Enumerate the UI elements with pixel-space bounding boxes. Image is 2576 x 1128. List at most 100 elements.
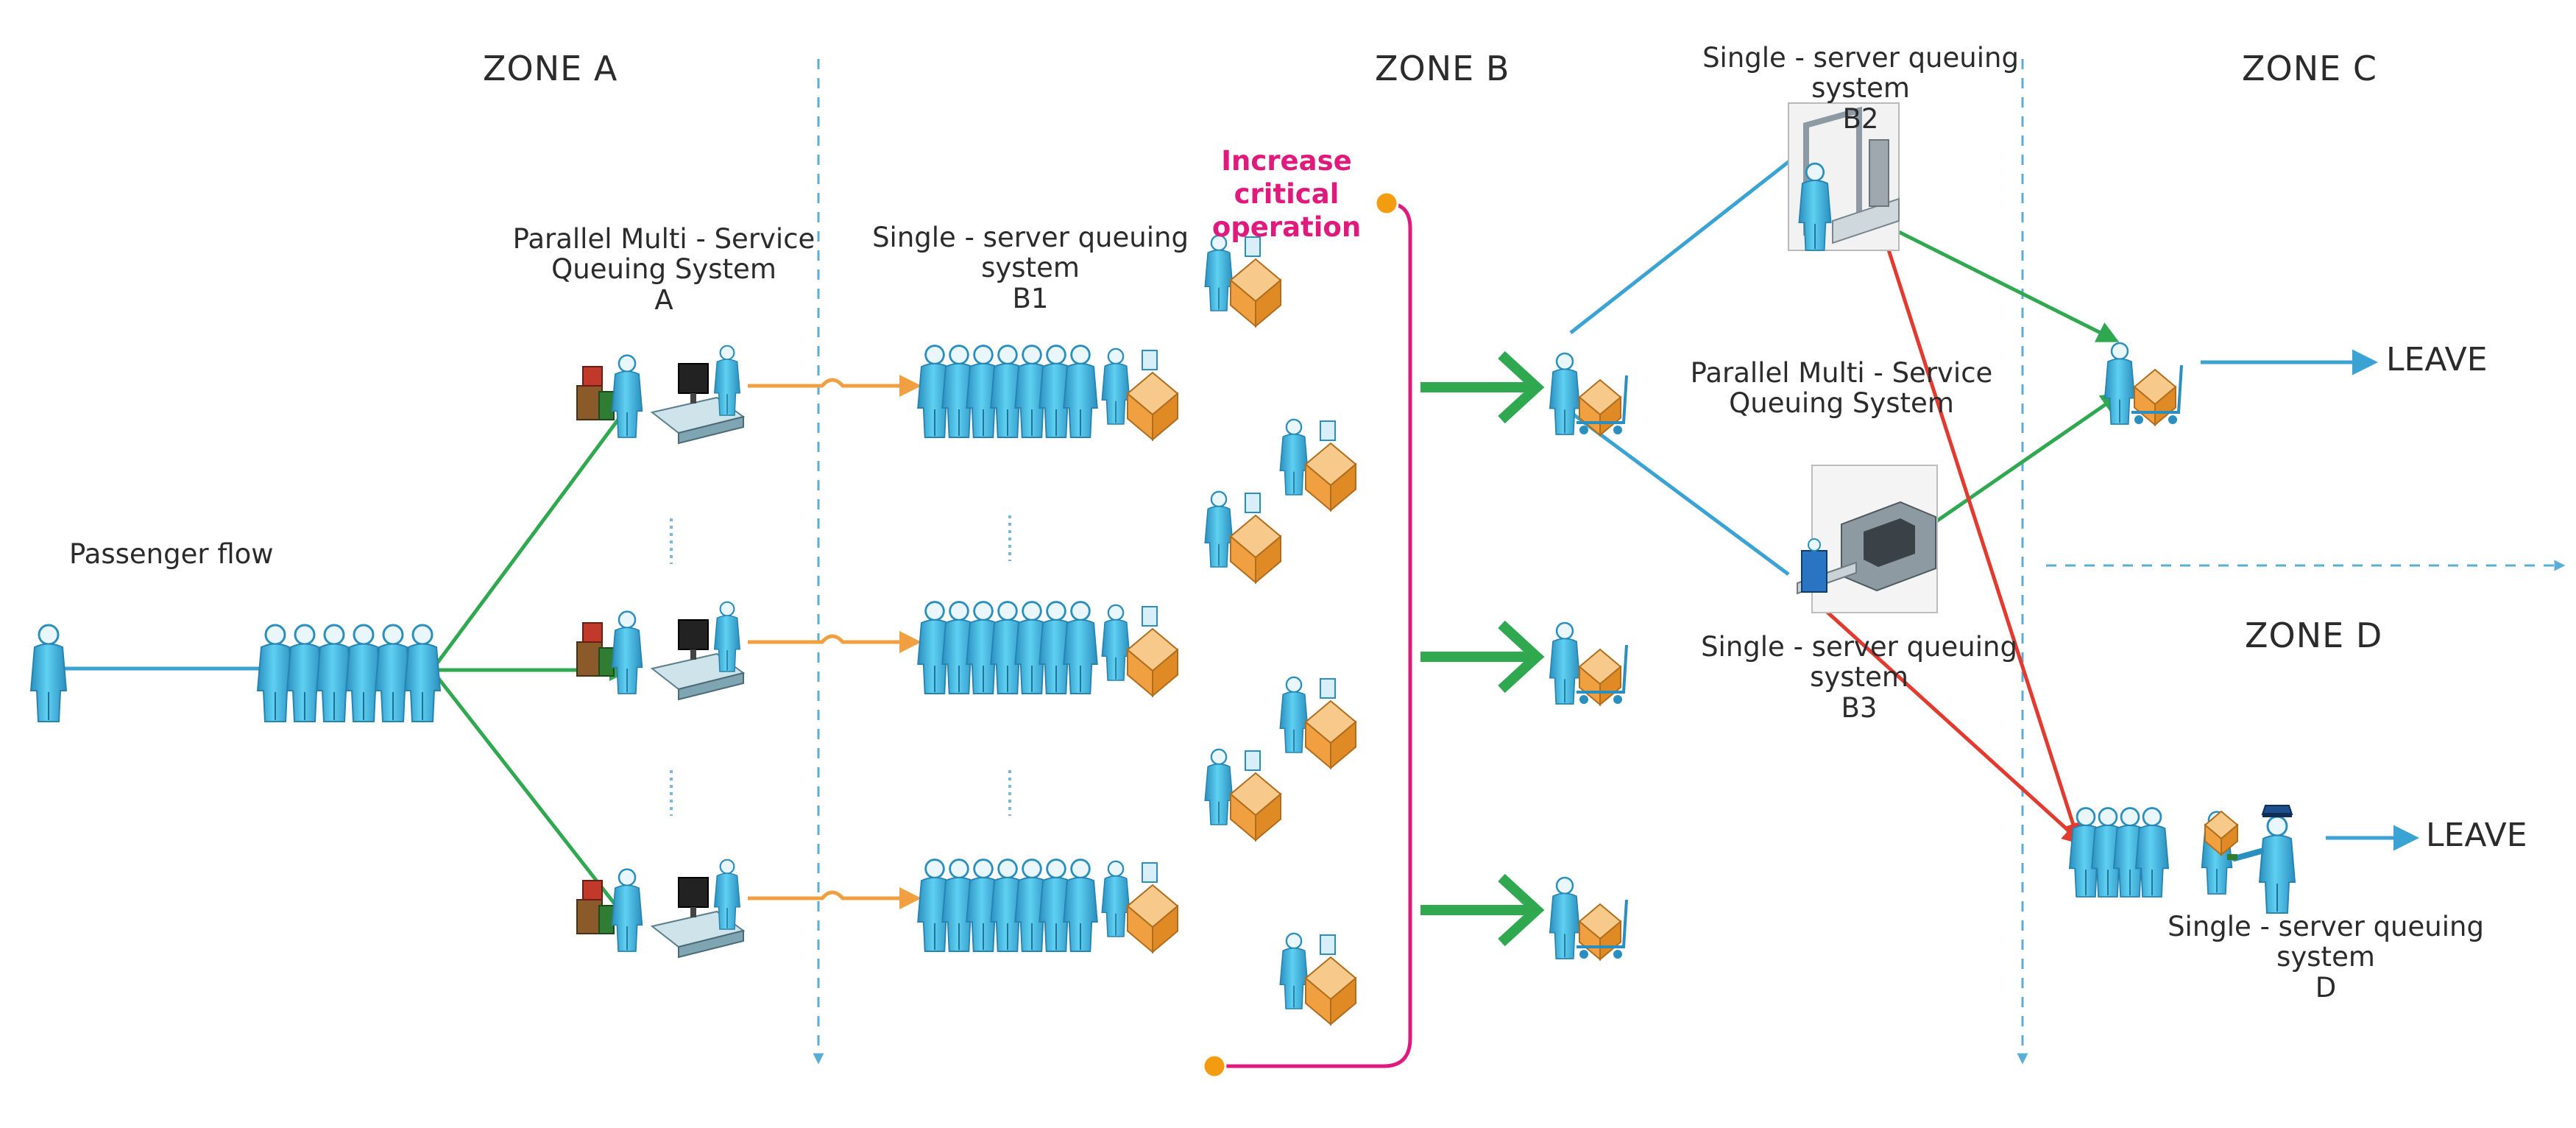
baggage-box-icon [1126, 371, 1179, 442]
xray-scanner-b3 [1797, 465, 1938, 613]
green-arrow-2 [1420, 620, 1545, 694]
person-icon [941, 345, 977, 438]
person-icon [966, 601, 1001, 694]
person-icon [1204, 234, 1234, 311]
flow-to-checkin-1 [432, 394, 637, 669]
green-arrow-1 [1420, 350, 1545, 424]
zone-c-title: ZONE C [2242, 49, 2377, 88]
person-icon [315, 624, 353, 722]
system-a-line-2: Queuing System [551, 253, 776, 286]
critical-operation-label: Increase critical operation [1212, 144, 1361, 244]
zone-d-officer [2227, 805, 2296, 914]
system-b3-line-2: system [1810, 661, 1908, 694]
system-b1-caption: Single - server queuing system B1 [872, 222, 1189, 314]
person-icon [917, 601, 952, 694]
zone-d-queue [2068, 807, 2170, 898]
person-icon [344, 624, 383, 722]
person-icon [286, 624, 324, 722]
person-icon [2258, 815, 2296, 914]
person-icon [1204, 748, 1234, 825]
icons-layer [29, 102, 2296, 1026]
baggage-box-icon [1304, 442, 1357, 512]
green-arrow-3 [1420, 873, 1545, 947]
flow-b2-to-d [1878, 222, 2084, 845]
system-b-parallel-line-2: Queuing System [1729, 387, 1954, 420]
person-icon [611, 354, 643, 438]
person-icon [1063, 601, 1098, 694]
system-b2-caption: Single - server queuing system B2 [1702, 43, 2019, 135]
person-icon [1549, 876, 1581, 959]
baggage-drop-3-b [1101, 860, 1179, 954]
baggage-drop-1-a [1204, 234, 1282, 328]
zone-dividers [813, 59, 2566, 1065]
main-queue-icon [256, 624, 442, 722]
baggage-box-icon [1126, 884, 1179, 954]
person-icon [1101, 860, 1130, 937]
person-icon [611, 868, 643, 952]
checkin-counter-3 [576, 859, 746, 959]
person-icon [1549, 621, 1581, 705]
system-a-line-3: A [654, 283, 673, 316]
baggage-drop-2-b [1101, 604, 1179, 698]
leave-label-d: LEAVE [2426, 817, 2527, 854]
cart-box-icon [1578, 378, 1622, 437]
flow-checkin2-to-b1 [748, 631, 921, 653]
person-icon [990, 345, 1025, 438]
person-icon [1279, 676, 1309, 753]
leave-label-c: LEAVE [2386, 341, 2488, 378]
flow-cart-to-b2 [1569, 155, 1797, 334]
person-icon [1014, 345, 1050, 438]
system-d-line-2: system [2276, 941, 2375, 973]
flow-cart-to-b3 [1569, 410, 1790, 577]
baggage-box-icon [1229, 514, 1282, 585]
zone-c-cart [2103, 342, 2183, 427]
entry-passenger-icon [29, 624, 68, 722]
b2-passenger-icon [1798, 162, 1832, 251]
person-icon [713, 345, 741, 416]
b1-queue-1 [917, 345, 1098, 438]
system-b1-line-3: B1 [1012, 282, 1049, 314]
critical-line-1: Increase [1221, 145, 1352, 177]
zone-b-cart-2 [1549, 621, 1628, 707]
cart-box-icon [1578, 903, 1622, 962]
b1-queue-2 [917, 601, 1098, 694]
zone-d-bag-icon [2204, 810, 2239, 857]
baggage-drop-3-c [1279, 932, 1357, 1026]
baggage-box-icon [1229, 258, 1282, 328]
person-icon [966, 345, 1001, 438]
person-icon [2134, 807, 2170, 898]
system-b3-line-1: Single - server queuing [1701, 631, 2017, 663]
system-b-parallel-line-1: Parallel Multi - Service [1690, 357, 1993, 389]
system-d-line-3: D [2315, 971, 2337, 1004]
baggage-box-icon [1304, 699, 1357, 770]
person-icon [941, 859, 977, 952]
baggage-box-icon [1126, 627, 1179, 698]
person-icon [374, 624, 412, 722]
critical-end-dot [1202, 1054, 1227, 1079]
person-icon [1063, 859, 1098, 952]
checkin-counter-1 [576, 345, 746, 445]
zone-b-cart-3 [1549, 876, 1628, 962]
baggage-drop-2-c [1279, 676, 1357, 770]
system-b2-line-2: system [1811, 72, 1910, 105]
flow-checkin1-to-b1 [748, 375, 921, 397]
system-b3-line-3: B3 [1841, 691, 1878, 724]
person-icon [611, 610, 643, 694]
zone-a-title: ZONE A [483, 49, 618, 88]
baggage-drop-1-c [1279, 418, 1357, 512]
passenger-flow-label: Passenger flow [69, 538, 274, 570]
zone-d-title: ZONE D [2245, 616, 2383, 655]
person-icon [1204, 490, 1234, 568]
person-icon [713, 601, 741, 672]
system-b3-caption: Single - server queuing system B3 [1701, 631, 2017, 724]
baggage-drop-1-b [1101, 348, 1179, 442]
critical-line-2: critical [1234, 178, 1340, 211]
baggage-box-icon [1304, 956, 1357, 1026]
person-icon [1279, 932, 1309, 1009]
person-icon [1549, 352, 1581, 435]
person-icon [1279, 418, 1309, 496]
person-icon [2103, 342, 2136, 425]
